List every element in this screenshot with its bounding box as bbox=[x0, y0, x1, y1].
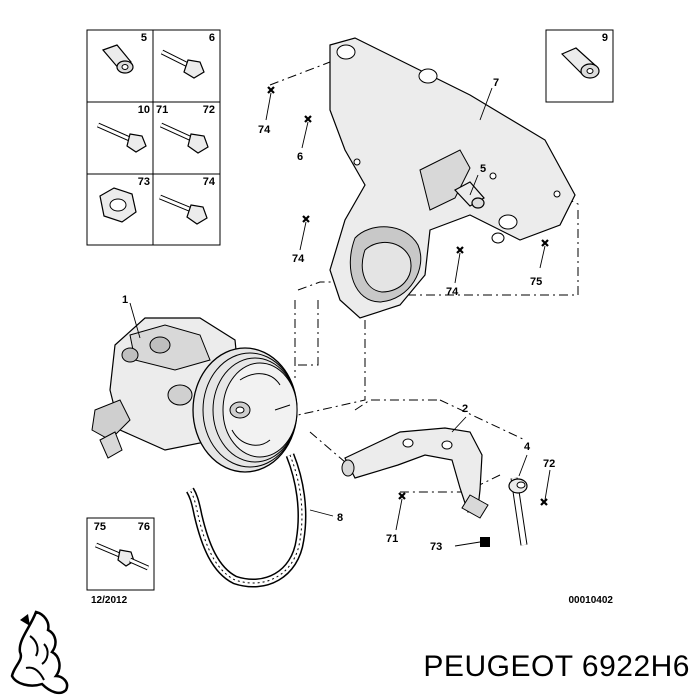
square-nut-part-73 bbox=[480, 537, 490, 547]
peugeot-lion-logo bbox=[10, 610, 69, 695]
diagram-reference: 00010402 bbox=[569, 595, 614, 606]
callout-2: 2 bbox=[462, 403, 468, 415]
callout-71: 71 bbox=[386, 533, 398, 545]
callout-1: 1 bbox=[122, 294, 128, 306]
sleeve-part-5 bbox=[101, 44, 134, 74]
tensioner-bracket-part-2 bbox=[341, 427, 489, 519]
stud-part-75-76 bbox=[95, 542, 150, 571]
callout-6: 6 bbox=[297, 151, 303, 163]
diagram-date: 12/2012 bbox=[91, 595, 128, 606]
inset-grid-top-left: 5 6 10 71 72 73 74 bbox=[86, 29, 221, 246]
bolt-part-74 bbox=[159, 194, 208, 225]
bolt-part-71-72 bbox=[159, 122, 209, 154]
callout-7: 7 bbox=[493, 77, 499, 89]
nut-part-73 bbox=[99, 187, 137, 223]
inset-label-73: 73 bbox=[138, 176, 150, 188]
inset-box-9: 9 bbox=[545, 29, 614, 103]
leader-lines bbox=[129, 87, 551, 547]
inset-label-72: 72 bbox=[203, 104, 215, 116]
callout-73: 73 bbox=[430, 541, 442, 553]
stud-part-4 bbox=[508, 477, 528, 546]
bush-part-9 bbox=[560, 47, 600, 79]
bolt-part-10 bbox=[96, 122, 147, 153]
callout-labels: 7 74 6 5 74 74 75 1 2 4 72 8 71 73 bbox=[122, 77, 555, 553]
callout-72: 72 bbox=[543, 458, 555, 470]
callout-74-mid: 74 bbox=[446, 286, 459, 298]
callout-4: 4 bbox=[524, 441, 531, 453]
sleeve-on-bracket-5 bbox=[454, 181, 485, 209]
inset-label-5: 5 bbox=[141, 32, 147, 44]
inset-label-9: 9 bbox=[602, 32, 608, 44]
part-number-caption: PEUGEOT 6922H6 bbox=[423, 650, 690, 683]
callout-74-left: 74 bbox=[292, 253, 305, 265]
fastener-markers bbox=[267, 86, 549, 506]
inset-label-76: 76 bbox=[138, 521, 150, 533]
callout-8: 8 bbox=[337, 512, 343, 524]
callout-75: 75 bbox=[530, 276, 542, 288]
inset-label-6: 6 bbox=[209, 32, 215, 44]
drive-belt-part-8 bbox=[186, 453, 307, 588]
inset-label-75: 75 bbox=[94, 521, 106, 533]
inset-label-71: 71 bbox=[156, 104, 168, 116]
callout-74-top: 74 bbox=[258, 124, 271, 136]
bolt-part-6 bbox=[160, 49, 205, 79]
inset-box-75-76: 75 76 bbox=[86, 517, 155, 591]
inset-label-74: 74 bbox=[203, 176, 216, 188]
power-steering-pump-part-1 bbox=[91, 317, 298, 473]
callout-5: 5 bbox=[480, 163, 486, 175]
inset-label-10: 10 bbox=[138, 104, 150, 116]
mounting-bracket-part-7 bbox=[329, 37, 576, 319]
